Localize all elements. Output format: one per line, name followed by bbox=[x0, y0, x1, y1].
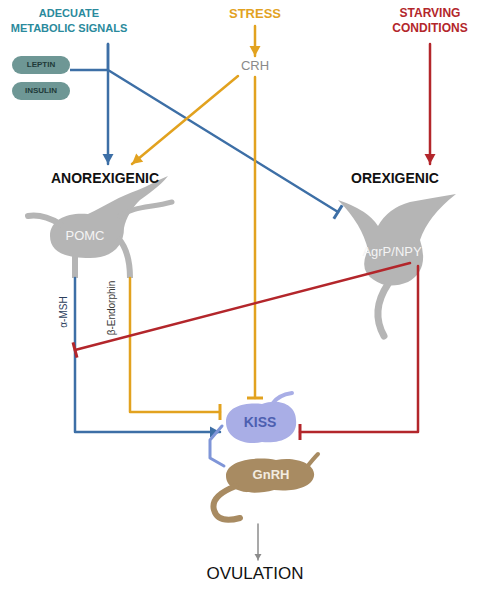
connector-line bbox=[300, 266, 418, 432]
connector bbox=[425, 44, 436, 164]
hormone-pill: LEPTIN bbox=[12, 56, 70, 74]
hormone-name: CRH bbox=[230, 58, 280, 74]
connector bbox=[108, 44, 342, 219]
connector bbox=[247, 77, 263, 398]
connector bbox=[103, 44, 114, 164]
arrow-head bbox=[132, 153, 143, 164]
condition-label: STARVING CONDITIONS bbox=[380, 6, 480, 36]
hormone-label: CRH bbox=[230, 58, 280, 76]
connector bbox=[73, 263, 410, 358]
neuron-part bbox=[306, 454, 318, 468]
connector-line bbox=[107, 44, 110, 164]
hormone-pill: INSULIN bbox=[12, 82, 70, 100]
connector-line bbox=[132, 76, 238, 164]
connector bbox=[75, 278, 220, 438]
neuron-part bbox=[50, 176, 168, 258]
neuron: OREXIGENIC AgrP/NPY bbox=[330, 166, 460, 338]
connector-line bbox=[257, 524, 259, 560]
outcome-text: OVULATION bbox=[160, 564, 350, 584]
inhibition-bar bbox=[73, 342, 77, 357]
neuron: KISS bbox=[212, 392, 304, 454]
arrow-head bbox=[425, 154, 436, 164]
connector-line bbox=[254, 77, 257, 398]
connector-line bbox=[75, 263, 410, 350]
signal-line bbox=[70, 69, 108, 72]
outcome-label: OVULATION bbox=[160, 562, 350, 588]
arrow-head bbox=[255, 554, 262, 560]
neuron: ANOREXIGENIC POMC bbox=[20, 166, 180, 278]
arrow-head bbox=[210, 427, 220, 438]
neuron-part bbox=[213, 486, 240, 520]
condition-label: STRESS bbox=[215, 6, 295, 22]
connector-line bbox=[210, 426, 224, 466]
hormone-name: INSULIN bbox=[12, 86, 70, 96]
neuron-class: OREXIGENIC bbox=[330, 170, 460, 187]
neuron-class: ANOREXIGENIC bbox=[35, 170, 175, 187]
neuron-part bbox=[28, 215, 60, 224]
connector bbox=[255, 524, 262, 560]
neuron-part bbox=[272, 393, 292, 404]
connector bbox=[300, 266, 418, 440]
neuron-part bbox=[378, 284, 388, 336]
input-condition: STARVING CONDITIONS bbox=[380, 6, 480, 42]
inhibition-bar bbox=[299, 424, 302, 440]
inhibition-bar bbox=[334, 205, 342, 219]
neuron: GnRH bbox=[196, 452, 320, 528]
connector-line bbox=[130, 278, 220, 412]
arrow-head bbox=[250, 46, 261, 56]
connector bbox=[130, 278, 220, 420]
neuron-name: KISS bbox=[232, 414, 288, 431]
neuron-part bbox=[338, 194, 456, 286]
inhibition-bar bbox=[219, 404, 222, 420]
connector-line bbox=[254, 26, 257, 56]
neuron-name: AgrP/NPY bbox=[352, 244, 432, 260]
connector bbox=[132, 76, 238, 164]
connector-line bbox=[75, 278, 220, 432]
neuron-part bbox=[118, 238, 130, 278]
neuron-shape bbox=[196, 452, 320, 528]
hormone-name: LEPTIN bbox=[12, 60, 70, 70]
neuron-part bbox=[226, 459, 314, 493]
group-heading: ADECUATE METABOLIC SIGNALS bbox=[8, 6, 130, 36]
neuron-part bbox=[72, 254, 78, 278]
signal-group: ADECUATE METABOLIC SIGNALS bbox=[8, 6, 130, 42]
connector bbox=[250, 26, 261, 56]
edge-label: β-Endorphin bbox=[106, 281, 118, 336]
neuron-part bbox=[120, 202, 172, 216]
connector-line bbox=[108, 44, 338, 212]
connector-line bbox=[429, 44, 432, 164]
neuron-name: POMC bbox=[58, 228, 112, 244]
arrow-head bbox=[103, 154, 114, 164]
edge-label: α-MSH bbox=[58, 296, 70, 327]
connector bbox=[210, 426, 224, 466]
inhibition-bar bbox=[247, 397, 263, 400]
neuron-part bbox=[226, 402, 296, 443]
neuron-name: GnRH bbox=[240, 467, 302, 483]
input-condition: STRESS bbox=[215, 6, 295, 24]
